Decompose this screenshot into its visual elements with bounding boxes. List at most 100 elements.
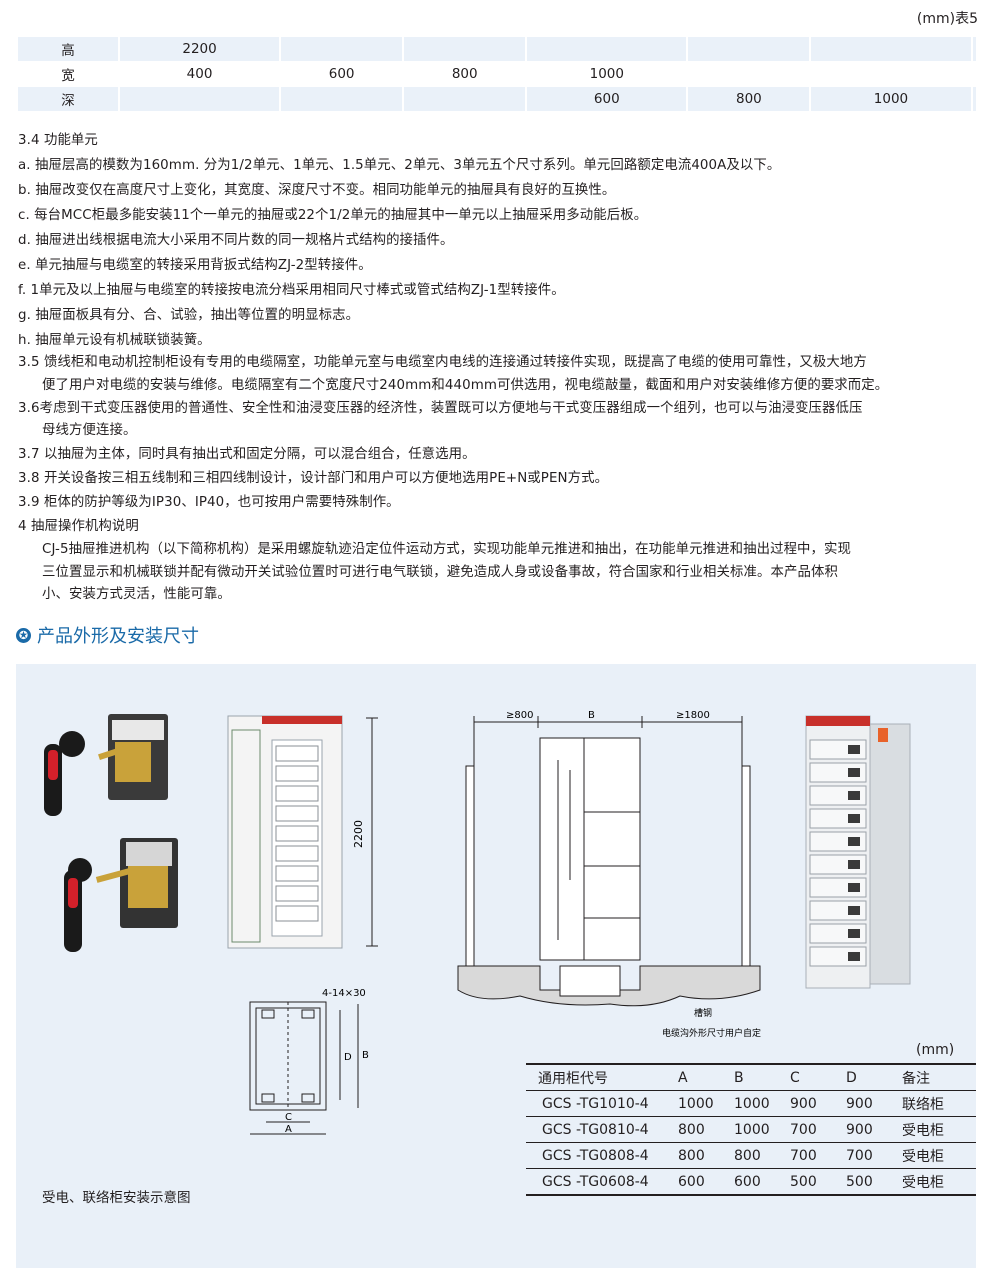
table-cell: 1000: [525, 61, 688, 87]
dim-c-label: C: [285, 1112, 292, 1123]
header-cell: A: [678, 1063, 734, 1091]
table-cell: 2200: [117, 36, 281, 62]
row-label: 高: [16, 36, 119, 62]
dim-table-unit: (mm): [916, 1042, 955, 1058]
drawer-unit: [275, 745, 319, 762]
drawer-front: [809, 831, 867, 852]
header-cell: 备注: [902, 1063, 976, 1091]
drawer-unit: [275, 765, 319, 782]
table-cell: 600: [734, 1168, 790, 1196]
text-line: c. 每台MCC柜最多能安装11个一单元的抽屉或22个1/2单元的抽屉其中一单元…: [18, 208, 648, 223]
installation-section-drawing: [457, 716, 761, 1007]
dim-d-label: D: [344, 1052, 352, 1063]
table-cell: [402, 86, 527, 111]
table-cell: 1000: [734, 1090, 790, 1117]
text-line: 母线方便连接。: [42, 423, 137, 438]
drawer-front: [809, 923, 867, 944]
drawer-front: [809, 854, 867, 875]
text-line: h. 抽屉单元设有机械联锁装簧。: [18, 333, 211, 348]
holes-label: 4-14×30: [322, 988, 366, 999]
text-line: 3.9 柜体的防护等级为IP30、IP40，也可按用户需要特殊制作。: [18, 495, 400, 510]
table-cell: 800: [686, 86, 811, 111]
table-note: (mm)表5: [916, 11, 978, 27]
table-row: GCS -TG1010-4 1000 1000 900 900 联络柜: [526, 1090, 976, 1117]
table-cell: GCS -TG0608-4: [526, 1168, 678, 1196]
drawer-unit: [275, 785, 319, 802]
drawer-front: [809, 762, 867, 783]
table-cell: 受电柜: [902, 1142, 976, 1169]
table-cell: [686, 36, 811, 62]
drawer-unit: [275, 905, 319, 922]
cabinet-drawer-units: [275, 745, 319, 922]
dim-table: 通用柜代号 A B C D 备注 GCS -TG1010-4 1000 1000…: [526, 1063, 976, 1196]
drawer-front: [809, 739, 867, 760]
drawer-front: [809, 785, 867, 806]
trench-label: 电缆沟外形尺寸用户自定: [662, 1027, 761, 1039]
table-cell: [809, 61, 972, 87]
table-cell: [970, 61, 976, 87]
section-heading: ✪ 产品外形及安装尺寸: [16, 622, 199, 648]
table-cell: 1000: [678, 1090, 734, 1117]
dim-a-label: A: [285, 1124, 292, 1135]
table-row: 宽 400 600 800 1000: [16, 61, 976, 87]
text-line: CJ-5抽屉推进机构（以下简称机构）是采用螺旋轨迹沿定位件运动方式，实现功能单元…: [42, 542, 852, 557]
text-line: 小、安装方式灵活，性能可靠。: [42, 587, 231, 602]
text-line: e. 单元抽屉与电缆室的转接采用背扳式结构ZJ-2型转接件。: [18, 258, 372, 273]
dim-b-label: B: [362, 1050, 369, 1061]
table-cell: [117, 86, 281, 111]
table-row: GCS -TG0808-4 800 800 700 700 受电柜: [526, 1142, 976, 1169]
table-cell: 1000: [809, 86, 972, 111]
text-line: 3.6考虑到干式变压器使用的普通性、安全性和油浸变压器的经济性，装置既可以方便地…: [18, 401, 863, 416]
height-dim-label: 2200: [352, 820, 365, 848]
table-cell: [809, 36, 972, 62]
drawer-handle: [848, 883, 860, 892]
table-row: GCS -TG0608-4 600 600 500 500 受电柜: [526, 1168, 976, 1196]
drawer-unit: [275, 805, 319, 822]
height-dimension: [366, 717, 378, 947]
text-line: 3.8 开关设备按三相五线制和三相四线制设计，设计部门和用户可以方便地选用PE+…: [18, 471, 609, 486]
drawer-unit: [275, 865, 319, 882]
text-line: 三位置显示和机械联锁并配有微动开关试验位置时可进行电气联锁，避免造成人身或设备事…: [42, 565, 838, 580]
table-cell: [970, 86, 976, 111]
drawer-handle: [848, 837, 860, 846]
drawer-front: [809, 900, 867, 921]
row-label: 宽: [16, 61, 119, 87]
star-icon: ✪: [16, 627, 31, 643]
table-cell: 受电柜: [902, 1116, 976, 1143]
table-row: GCS -TG0810-4 800 1000 700 900 受电柜: [526, 1116, 976, 1143]
text-line: 4 抽屉操作机构说明: [18, 519, 139, 534]
table-cell: GCS -TG0808-4: [526, 1142, 678, 1169]
header-cell: D: [846, 1063, 902, 1091]
text-line: 3.7 以抽屉为主体，同时具有抽出式和固定分隔，可以混合组合，任意选用。: [18, 447, 476, 462]
table-row: 深 600 800 1000: [16, 86, 976, 111]
drawer-handle: [848, 768, 860, 777]
size-table: 高 2200 宽 400 600 800 1000 深 600 800 1000: [16, 36, 976, 111]
table-cell: 700: [790, 1142, 846, 1169]
table-header-row: 通用柜代号 A B C D 备注: [526, 1063, 976, 1091]
text-line: f. 1单元及以上抽屉与电缆室的转接按电流分档采用相同尺寸棒式或管式结构ZJ-1…: [18, 283, 565, 298]
text-line: g. 抽屉面板具有分、合、试验，抽出等位置的明显标志。: [18, 308, 360, 323]
table-cell: 800: [678, 1142, 734, 1169]
row-label: 深: [16, 86, 119, 111]
drawer-handle: [848, 791, 860, 800]
section-heading-text: 产品外形及安装尺寸: [37, 626, 199, 647]
table-cell: 700: [846, 1142, 902, 1169]
dim-left-label: ≥800: [506, 710, 533, 721]
drawer-front: [809, 808, 867, 829]
text-line: a. 抽屉层高的模数为160mm. 分为1/2单元、1单元、1.5单元、2单元、…: [18, 158, 781, 173]
header-cell: 通用柜代号: [526, 1063, 678, 1091]
table-cell: 400: [117, 61, 281, 87]
drawer-handle: [848, 814, 860, 823]
drawer-front: [809, 877, 867, 898]
table-cell: 800: [678, 1116, 734, 1143]
table-cell: [402, 36, 527, 62]
drawer-handle: [848, 745, 860, 754]
text-line: 3.5 馈线柜和电动机控制柜设有专用的电缆隔室，功能单元室与电缆室内电线的连接通…: [18, 355, 867, 370]
table-cell: 受电柜: [902, 1168, 976, 1196]
table-cell: 600: [279, 61, 404, 87]
dim-b-top-label: B: [588, 710, 595, 721]
table-row: 高 2200: [16, 36, 976, 62]
table-cell: 700: [790, 1116, 846, 1143]
table-cell: 500: [846, 1168, 902, 1196]
